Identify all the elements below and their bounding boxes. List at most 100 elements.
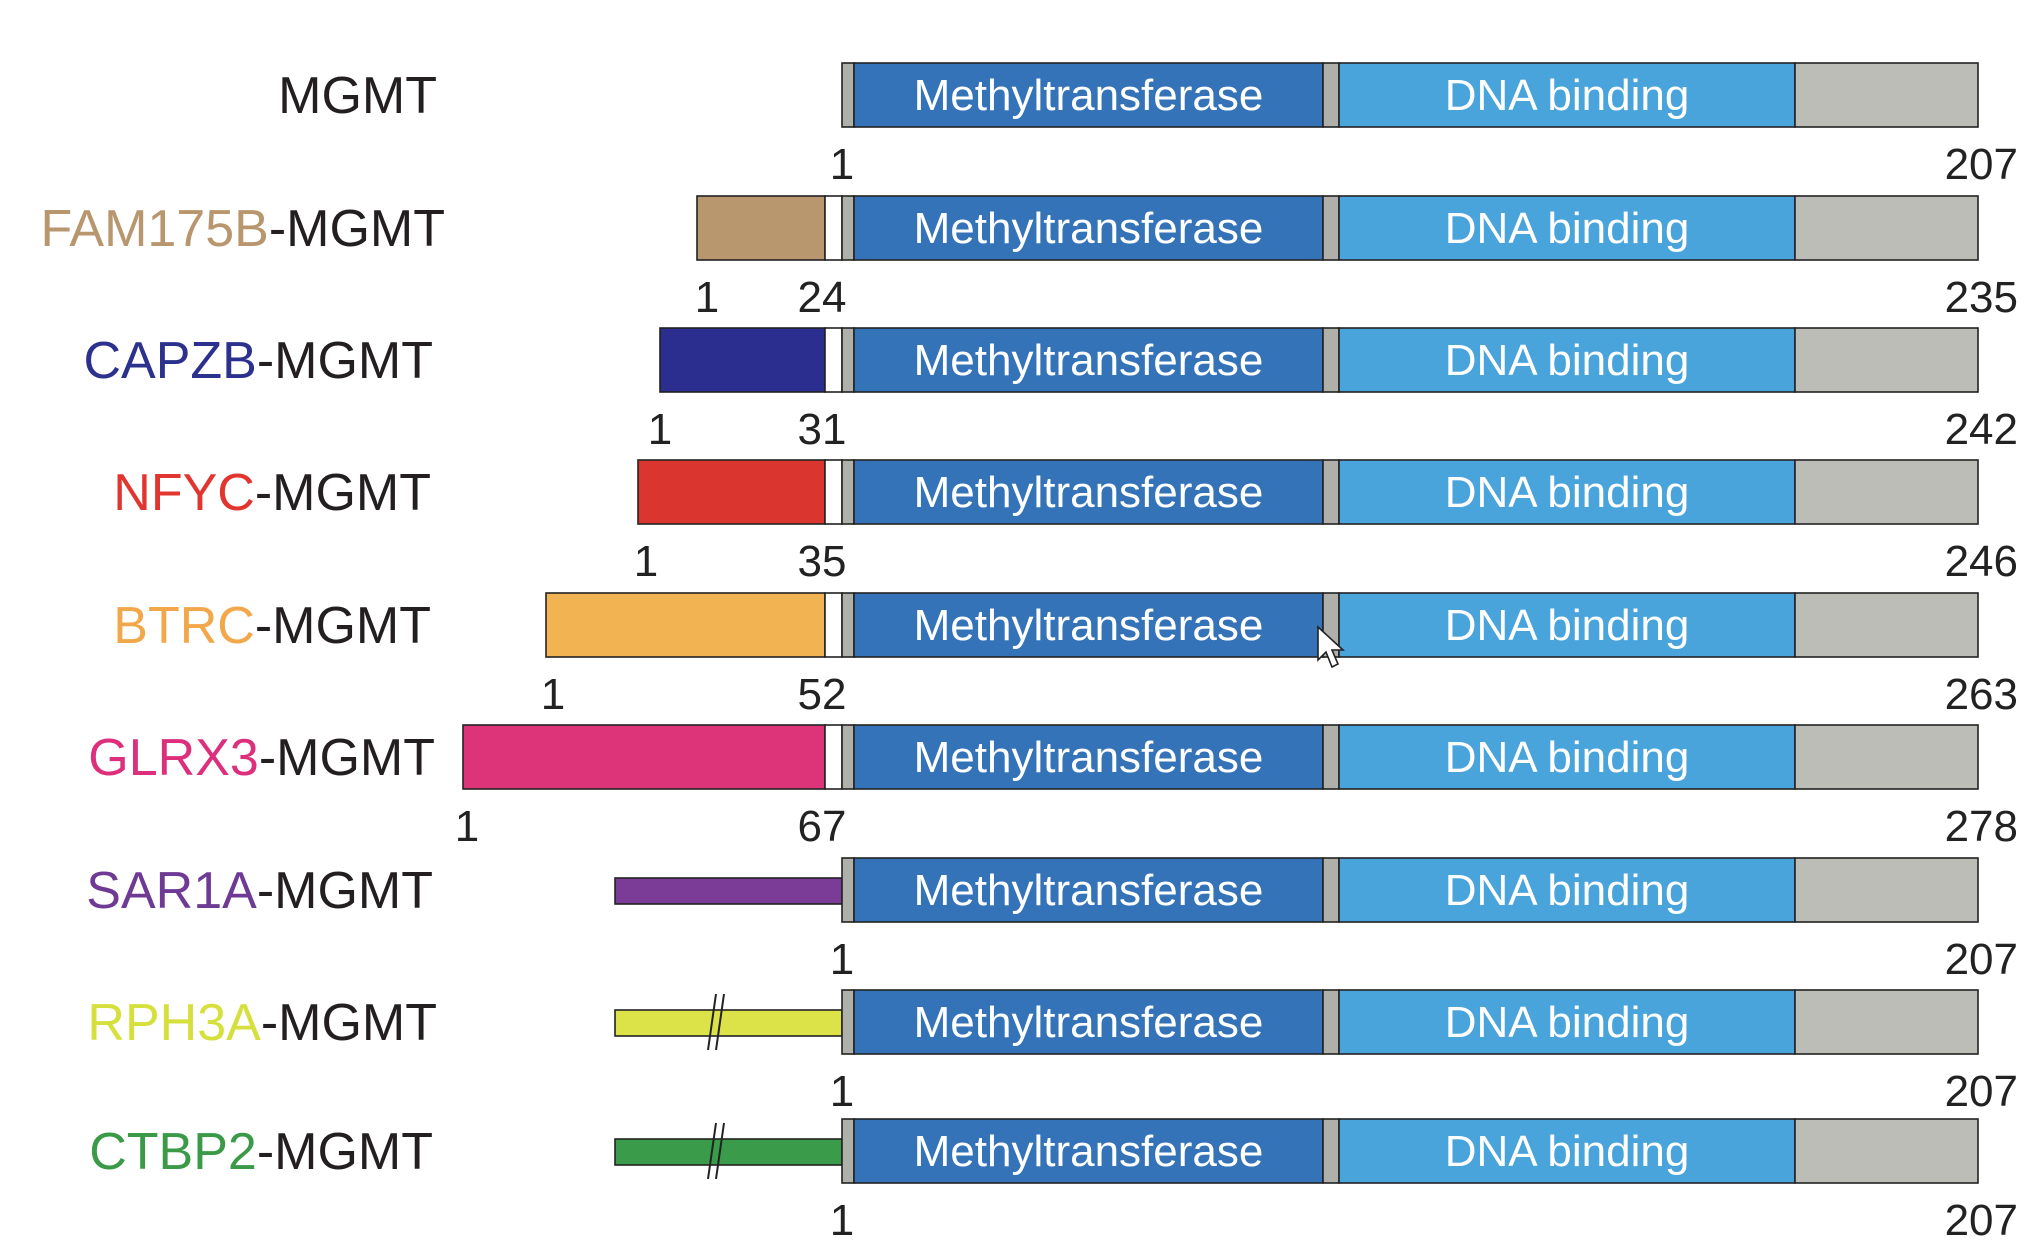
junction-residue-label: 67 — [798, 802, 847, 851]
dna-binding-domain — [1338, 195, 1796, 261]
c-terminal-segment — [1794, 195, 1979, 261]
junction-residue-label: 1 — [830, 1196, 854, 1245]
c-terminal-segment — [1794, 724, 1979, 790]
linker-segment — [1322, 62, 1340, 128]
linker-segment — [1322, 459, 1340, 525]
break-mark — [707, 993, 717, 1051]
construct-label: RPH3A-MGMT — [87, 994, 437, 1052]
methyltransferase-domain — [853, 592, 1324, 658]
mgmt-name: MGMT — [278, 67, 437, 125]
construct-label: MGMT — [278, 67, 437, 125]
end-residue-label: 207 — [1945, 935, 2018, 984]
methyltransferase-label: Methyltransferase — [914, 204, 1264, 253]
c-terminal-segment — [1794, 857, 1979, 923]
methyltransferase-domain — [853, 1118, 1324, 1184]
mgmt-name: -MGMT — [257, 862, 433, 920]
fusion-partner-bar — [614, 877, 843, 905]
fusion-partner-name: NFYC — [113, 464, 255, 522]
fusion-partner-name: FAM175B — [40, 200, 268, 258]
mgmt-name: -MGMT — [255, 464, 431, 522]
dna-binding-domain — [1338, 857, 1796, 923]
methyltransferase-domain — [853, 857, 1324, 923]
fusion-partner-domain — [696, 195, 826, 261]
construct-label: CTBP2-MGMT — [89, 1123, 433, 1181]
fusion-partner-name: RPH3A — [87, 994, 261, 1052]
fusion-partner-bar — [614, 1009, 843, 1037]
dna-binding-domain — [1338, 459, 1796, 525]
dna-binding-label: DNA binding — [1445, 204, 1690, 253]
linker-segment — [1322, 195, 1340, 261]
n-terminal-segment — [841, 459, 855, 525]
n-terminal-segment — [841, 195, 855, 261]
mouse-cursor-icon — [1317, 625, 1346, 669]
linker-segment — [1322, 989, 1340, 1055]
start-residue-label: 1 — [634, 537, 658, 586]
methyltransferase-domain — [853, 989, 1324, 1055]
n-terminal-segment — [841, 1118, 855, 1184]
mgmt-name: -MGMT — [257, 1123, 433, 1181]
dna-binding-label: DNA binding — [1445, 601, 1690, 650]
fusion-partner-domain — [462, 724, 826, 790]
end-residue-label: 207 — [1945, 1067, 2018, 1116]
methyltransferase-domain — [853, 724, 1324, 790]
n-terminal-segment — [841, 857, 855, 923]
mgmt-name: -MGMT — [261, 994, 437, 1052]
methyltransferase-label: Methyltransferase — [914, 733, 1264, 782]
fusion-partner-name: SAR1A — [86, 862, 257, 920]
junction-segment — [824, 195, 843, 261]
c-terminal-segment — [1794, 592, 1979, 658]
mgmt-name: -MGMT — [255, 597, 431, 655]
dna-binding-domain — [1338, 592, 1796, 658]
linker-segment — [1322, 724, 1340, 790]
methyltransferase-label: Methyltransferase — [914, 601, 1264, 650]
dna-binding-domain — [1338, 62, 1796, 128]
fusion-partner-name: BTRC — [113, 597, 255, 655]
construct-label: BTRC-MGMT — [113, 597, 431, 655]
break-mark — [715, 1122, 725, 1180]
construct-label: NFYC-MGMT — [113, 464, 431, 522]
methyltransferase-label: Methyltransferase — [914, 1127, 1264, 1176]
n-terminal-segment — [841, 724, 855, 790]
junction-residue-label: 1 — [830, 935, 854, 984]
methyltransferase-label: Methyltransferase — [914, 866, 1264, 915]
fusion-partner-name: CTBP2 — [89, 1123, 257, 1181]
end-residue-label: 246 — [1945, 537, 2018, 586]
construct-row: FAM175B-MGMT Methyltransferase DNA binding… — [40, 195, 2018, 322]
junction-residue-label: 1 — [830, 140, 854, 189]
start-residue-label: 1 — [455, 802, 479, 851]
methyltransferase-label: Methyltransferase — [914, 998, 1264, 1047]
dna-binding-label: DNA binding — [1445, 1127, 1690, 1176]
junction-segment — [824, 327, 843, 393]
c-terminal-segment — [1794, 459, 1979, 525]
junction-residue-label: 35 — [798, 537, 847, 586]
methyltransferase-label: Methyltransferase — [914, 336, 1264, 385]
fusion-partner-domain — [637, 459, 826, 525]
start-residue-label: 1 — [648, 405, 672, 454]
c-terminal-segment — [1794, 1118, 1979, 1184]
end-residue-label: 278 — [1945, 802, 2018, 851]
dna-binding-label: DNA binding — [1445, 866, 1690, 915]
junction-residue-label: 1 — [830, 1067, 854, 1116]
construct-row: SAR1A-MGMT Methyltransferase DNA binding 1 2… — [86, 857, 2018, 984]
start-residue-label: 1 — [541, 670, 565, 719]
dna-binding-label: DNA binding — [1445, 468, 1690, 517]
dna-binding-label: DNA binding — [1445, 733, 1690, 782]
fusion-partner-domain — [659, 327, 826, 393]
c-terminal-segment — [1794, 327, 1979, 393]
dna-binding-domain — [1338, 327, 1796, 393]
c-terminal-segment — [1794, 989, 1979, 1055]
construct-label: FAM175B-MGMT — [40, 200, 445, 258]
methyltransferase-label: Methyltransferase — [914, 71, 1264, 120]
dna-binding-label: DNA binding — [1445, 71, 1690, 120]
break-mark — [715, 993, 725, 1051]
mgmt-name: -MGMT — [259, 729, 435, 787]
